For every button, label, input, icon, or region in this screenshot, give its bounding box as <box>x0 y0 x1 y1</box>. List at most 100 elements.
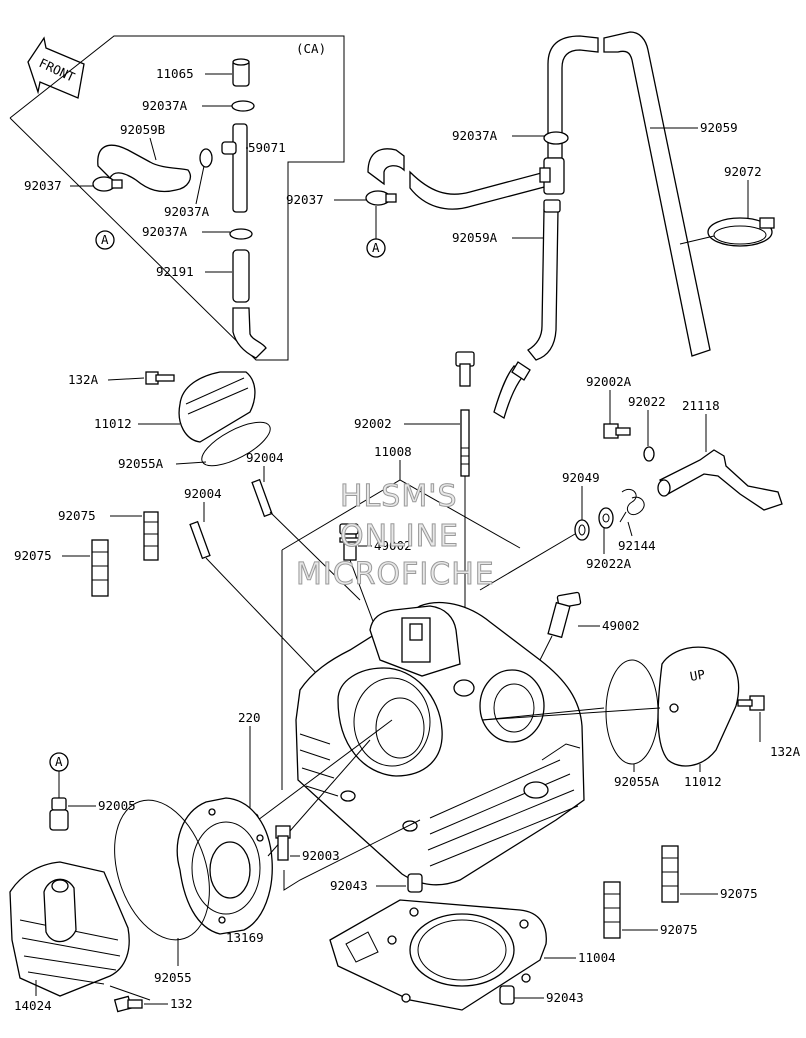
label-92075: 92075 <box>14 548 52 563</box>
label-92037: 92037 <box>24 178 62 193</box>
label-92075: 92075 <box>660 922 698 937</box>
label-11012: 11012 <box>684 774 722 789</box>
label-92022: 92022 <box>628 394 666 409</box>
stud <box>189 520 211 560</box>
valve-cover-right: UP 132A 92055A 11012 <box>481 646 801 789</box>
label-13169: 13169 <box>226 930 264 945</box>
label-92075: 92075 <box>58 508 96 523</box>
label-132a: 132A <box>770 744 801 759</box>
label-92022a: 92022A <box>586 556 632 571</box>
o-ring <box>605 659 659 765</box>
bolt <box>145 371 175 385</box>
head-gasket: 11004 <box>329 899 616 1011</box>
label-92072: 92072 <box>724 164 762 179</box>
hose-clamp <box>543 131 569 145</box>
label-59071: 59071 <box>248 140 286 155</box>
reference-a-marker <box>95 230 115 250</box>
label-132a: 132A <box>68 372 99 387</box>
straight-hose <box>232 249 250 303</box>
reference-a-label: A <box>101 232 109 247</box>
elbow-hose <box>232 307 267 359</box>
hose-clamp <box>231 100 255 112</box>
head-bolt: 92002 <box>354 351 475 680</box>
bolt-132: 132 <box>109 985 193 1013</box>
breather-hose-assembly: A 92037A 92059 92072 92037 92059A <box>286 31 775 419</box>
label-14024: 14024 <box>14 998 52 1013</box>
reference-a-label: A <box>55 754 63 769</box>
label-92059b: 92059B <box>120 122 165 137</box>
label-92075: 92075 <box>720 886 758 901</box>
washer <box>643 446 655 462</box>
cylinder-head-cover: 14024 <box>9 861 130 1013</box>
cylinder-head-outline <box>281 479 521 551</box>
stud <box>251 478 273 518</box>
label-92005: 92005 <box>98 798 136 813</box>
label-11012: 11012 <box>94 416 132 431</box>
hose-clamp <box>365 190 397 206</box>
label-92059: 92059 <box>700 120 738 135</box>
label-92002: 92002 <box>354 416 392 431</box>
spring <box>619 488 645 523</box>
bolt-92003: 92003 <box>275 819 421 891</box>
label-132: 132 <box>170 996 193 1011</box>
label-92037a: 92037A <box>452 128 498 143</box>
label-11008: 11008 <box>374 444 412 459</box>
reference-a-label: A <box>372 240 380 255</box>
watermark-line-2: ONLINE <box>340 519 459 554</box>
label-92191: 92191 <box>156 264 194 279</box>
hose-clamp <box>92 176 123 192</box>
fin-plug-set: 92075 <box>58 508 159 561</box>
label-49002: 49002 <box>374 538 412 553</box>
fin-plug-set: 92075 <box>603 881 698 939</box>
label-21118: 21118 <box>682 398 720 413</box>
label-11065: 11065 <box>156 66 194 81</box>
bolt <box>737 695 765 711</box>
label-92037a: 92037A <box>142 98 188 113</box>
decompression-lever <box>659 449 783 511</box>
fin-plug-set: 92075 <box>661 845 758 903</box>
label-92049: 92049 <box>562 470 600 485</box>
label-49002: 49002 <box>602 618 640 633</box>
large-o-ring: 92055 <box>114 799 210 985</box>
label-11004: 11004 <box>578 950 616 965</box>
hose-clamp <box>229 228 253 240</box>
hose-band <box>707 217 775 247</box>
hose-clamp <box>199 148 213 168</box>
tee-fitting <box>221 123 248 213</box>
label-92004: 92004 <box>184 486 222 501</box>
up-mark: UP <box>689 667 706 684</box>
label-92037: 92037 <box>286 192 324 207</box>
label-92037a: 92037A <box>164 204 210 219</box>
watermark: HLSM'S ONLINE MICROFICHE <box>296 479 495 593</box>
label-92003: 92003 <box>302 848 340 863</box>
label-92055a: 92055A <box>614 774 660 789</box>
label-92002a: 92002A <box>586 374 632 389</box>
label-92043: 92043 <box>330 878 368 893</box>
curved-breather-hose <box>367 148 405 186</box>
dowel-pin: 92043 <box>330 873 423 893</box>
watermark-line-1: HLSM'S <box>340 479 458 514</box>
ca-marker: (CA) <box>296 41 326 56</box>
lower-breather-hose <box>527 209 559 361</box>
california-inset: (CA) A 11065 92037A <box>9 35 345 361</box>
vacuum-cap <box>232 58 250 87</box>
label-220: 220 <box>238 710 261 725</box>
label-92144: 92144 <box>618 538 656 553</box>
label-92037a: 92037A <box>142 224 188 239</box>
cylinder-head <box>295 601 585 886</box>
label-92055: 92055 <box>154 970 192 985</box>
bent-hose-b <box>97 144 191 193</box>
label-92059a: 92059A <box>452 230 498 245</box>
label-92004: 92004 <box>246 450 284 465</box>
dowel-pin: 92043 <box>499 985 584 1005</box>
label-92055a: 92055A <box>118 456 164 471</box>
valve-cover-left: 132A 11012 92055A <box>68 371 271 471</box>
fin-plug-set: 92075 <box>14 539 109 597</box>
bolt <box>603 423 631 439</box>
washer <box>598 507 614 529</box>
side-plate: 13169 <box>176 739 371 945</box>
decompression-lever-assembly: 92002A 92022 21118 92049 92144 92022A <box>479 374 783 591</box>
watermark-line-3: MICROFICHE <box>296 557 495 592</box>
oil-seal <box>574 519 590 541</box>
